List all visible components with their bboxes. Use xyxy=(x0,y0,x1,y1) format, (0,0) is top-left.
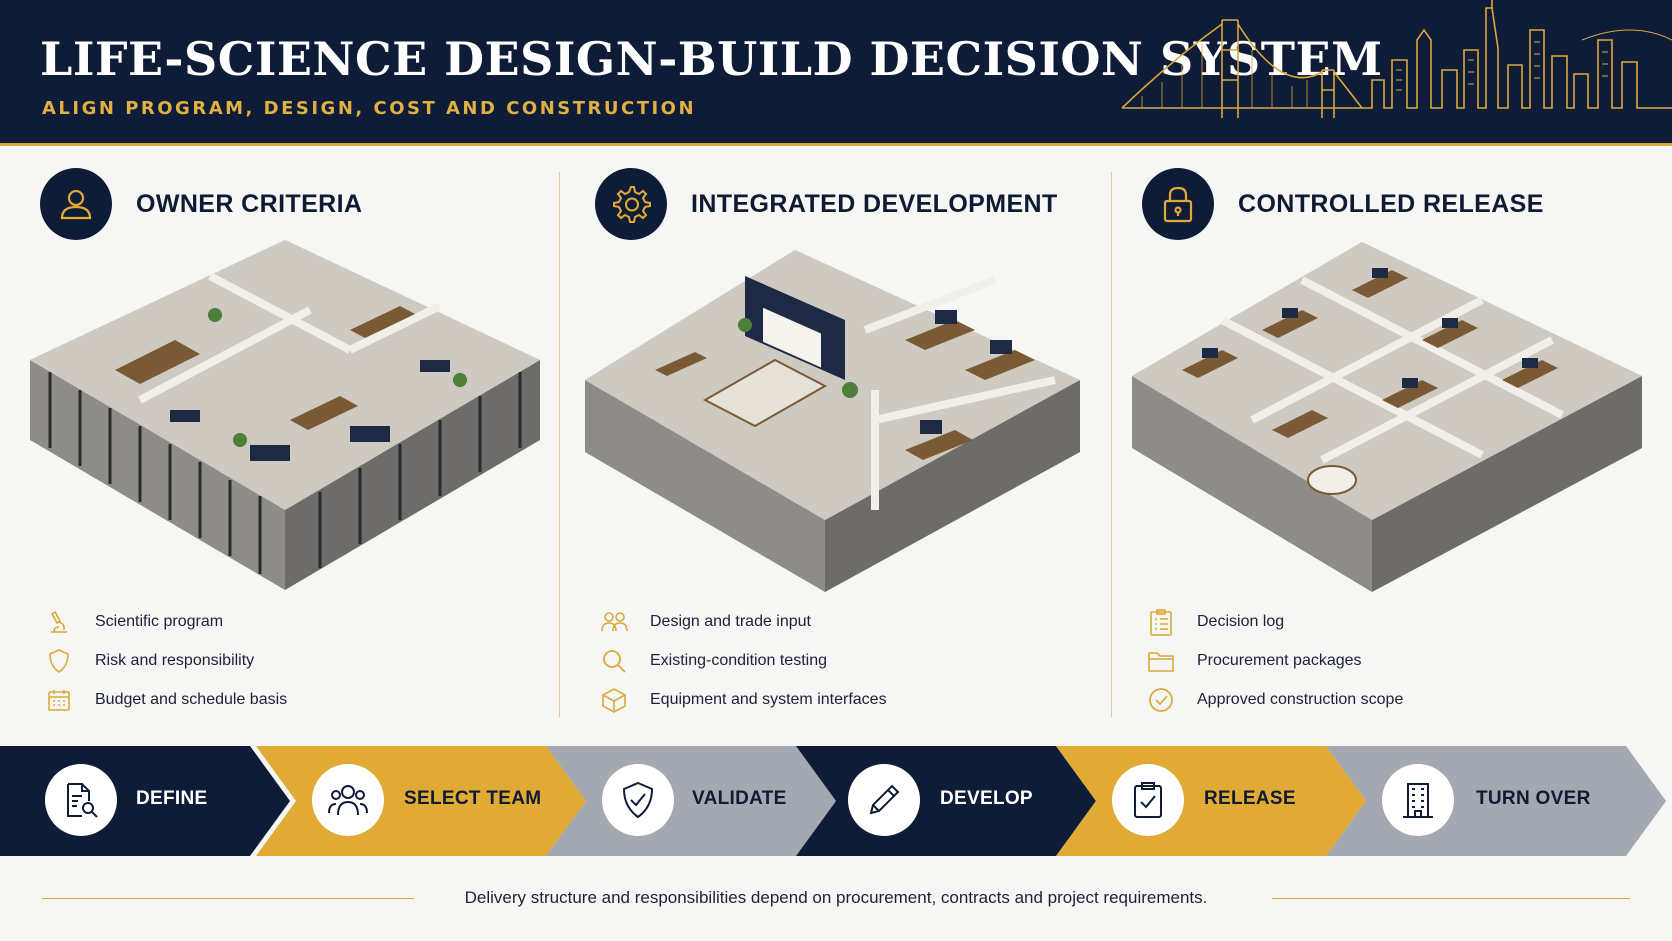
list-item: Decision log xyxy=(1147,602,1403,641)
release-list: Decision log Procurement packages Approv… xyxy=(1147,602,1403,719)
list-item: Equipment and system interfaces xyxy=(600,680,887,719)
check-circle-icon xyxy=(1147,686,1175,714)
footer-rule-right xyxy=(1272,898,1630,899)
column-title: CONTROLLED RELEASE xyxy=(1238,189,1544,218)
step-label: DEVELOP xyxy=(940,788,1033,809)
step-label: VALIDATE xyxy=(692,788,787,809)
shield-check-icon xyxy=(602,764,674,836)
item-label: Risk and responsibility xyxy=(95,651,255,669)
page-subtitle: ALIGN PROGRAM, DESIGN, COST AND CONSTRUC… xyxy=(42,98,697,119)
column-title: OWNER CRITERIA xyxy=(136,189,363,218)
list-item: Risk and responsibility xyxy=(45,641,287,680)
criteria-list: Scientific program Risk and responsibili… xyxy=(45,602,287,719)
step-arrow xyxy=(546,746,836,856)
clipboard-check-icon xyxy=(1112,764,1184,836)
gear-icon xyxy=(595,168,667,240)
floor-plan-illustration xyxy=(1132,242,1642,592)
user-icon xyxy=(40,168,112,240)
item-label: Approved construction scope xyxy=(1197,690,1404,708)
shield-icon xyxy=(45,647,73,675)
column-divider xyxy=(559,172,560,717)
list-item: Budget and schedule basis xyxy=(45,680,287,719)
column-controlled-release: CONTROLLED RELEASE xyxy=(1112,150,1652,715)
microscope-icon xyxy=(45,608,73,636)
footer: Delivery structure and responsibilities … xyxy=(0,882,1672,916)
people-icon xyxy=(600,608,628,636)
building-icon xyxy=(1382,764,1454,836)
clipboard-list-icon xyxy=(1147,608,1175,636)
pencil-icon xyxy=(848,764,920,836)
list-item: Scientific program xyxy=(45,602,287,641)
page-title: LIFE-SCIENCE DESIGN-BUILD DECISION SYSTE… xyxy=(40,32,1383,86)
process-flow: DEFINE SELECT TEAM VALIDATE DEVELOP RELE… xyxy=(0,746,1672,856)
list-item: Approved construction scope xyxy=(1147,680,1403,719)
calendar-icon xyxy=(45,686,73,714)
step-label: DEFINE xyxy=(136,788,208,809)
process-step-release: RELEASE xyxy=(1056,746,1366,856)
floor-plan-illustration xyxy=(585,250,1080,592)
city-skyline-icon xyxy=(1121,0,1672,118)
floor-plan-illustration xyxy=(30,240,540,590)
team-icon xyxy=(312,764,384,836)
development-list: Design and trade input Existing-conditio… xyxy=(600,602,887,719)
process-step-define: DEFINE xyxy=(0,746,300,856)
column-integrated-development: INTEGRATED DEVELOPMENT xyxy=(565,150,1105,715)
item-label: Existing-condition testing xyxy=(650,651,827,669)
item-label: Scientific program xyxy=(95,612,224,630)
step-label: RELEASE xyxy=(1204,788,1296,809)
list-item: Existing-condition testing xyxy=(600,641,887,680)
process-step-select-team: SELECT TEAM xyxy=(256,746,586,856)
item-label: Design and trade input xyxy=(650,612,811,630)
item-label: Budget and schedule basis xyxy=(95,690,288,708)
step-label: TURN OVER xyxy=(1476,788,1591,809)
item-label: Equipment and system interfaces xyxy=(650,690,887,708)
list-item: Design and trade input xyxy=(600,602,887,641)
header-banner: LIFE-SCIENCE DESIGN-BUILD DECISION SYSTE… xyxy=(0,0,1672,146)
process-step-turn-over: TURN OVER xyxy=(1326,746,1672,856)
item-label: Procurement packages xyxy=(1197,651,1362,669)
list-item: Procurement packages xyxy=(1147,641,1403,680)
document-search-icon xyxy=(45,764,117,836)
magnifier-icon xyxy=(600,647,628,675)
column-header: INTEGRATED DEVELOPMENT xyxy=(595,168,1058,240)
step-label: SELECT TEAM xyxy=(404,788,542,809)
process-step-develop: DEVELOP xyxy=(796,746,1096,856)
folder-icon xyxy=(1147,647,1175,675)
lock-icon xyxy=(1142,168,1214,240)
footer-rule-left xyxy=(42,898,414,899)
item-label: Decision log xyxy=(1197,612,1285,630)
cube-icon xyxy=(600,686,628,714)
column-header: CONTROLLED RELEASE xyxy=(1142,168,1544,240)
process-step-validate: VALIDATE xyxy=(546,746,836,856)
column-owner-criteria: OWNER CRITERIA xyxy=(10,150,550,715)
column-header: OWNER CRITERIA xyxy=(40,168,362,240)
footer-note: Delivery structure and responsibilities … xyxy=(464,888,1208,907)
column-divider xyxy=(1111,172,1112,717)
column-title: INTEGRATED DEVELOPMENT xyxy=(691,189,1058,218)
